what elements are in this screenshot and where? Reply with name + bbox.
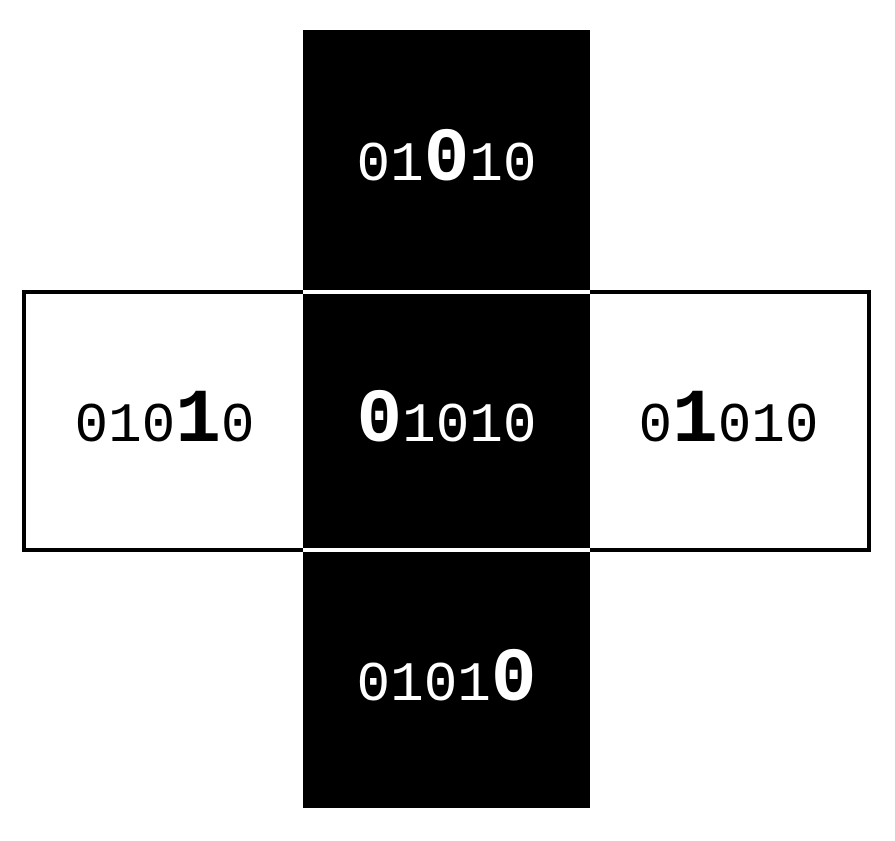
- bits-pre: 0101: [356, 653, 491, 717]
- bits-bold: 1: [672, 378, 718, 464]
- bits-bold: 0: [423, 117, 470, 203]
- bits-bold: 0: [490, 637, 537, 723]
- cell-separator-bottom: [303, 548, 590, 552]
- cell-separator-top: [303, 290, 590, 294]
- bits-bold: 0: [356, 378, 403, 464]
- bits-bold: 1: [175, 378, 221, 464]
- bit-string-left: 01010: [74, 383, 254, 459]
- bits-post: 0: [220, 394, 255, 458]
- cell-left: 01010: [26, 294, 303, 548]
- bits-post: 10: [469, 133, 537, 197]
- bits-post: 1010: [402, 394, 537, 458]
- cell-top: 01010: [303, 30, 590, 290]
- cell-bottom: 01010: [303, 552, 590, 808]
- bits-pre: 0: [638, 394, 673, 458]
- bit-string-right: 01010: [638, 383, 818, 459]
- bits-pre: 01: [356, 133, 424, 197]
- bits-post: 010: [717, 394, 819, 458]
- cell-right: 01010: [590, 294, 867, 548]
- bits-pre: 010: [74, 394, 176, 458]
- bit-string-center: 01010: [356, 383, 536, 459]
- cell-center: 01010: [303, 294, 590, 548]
- vertical-column: 01010 01010 01010: [303, 30, 590, 808]
- bit-string-bottom: 01010: [356, 642, 536, 718]
- bit-string-top: 01010: [356, 122, 536, 198]
